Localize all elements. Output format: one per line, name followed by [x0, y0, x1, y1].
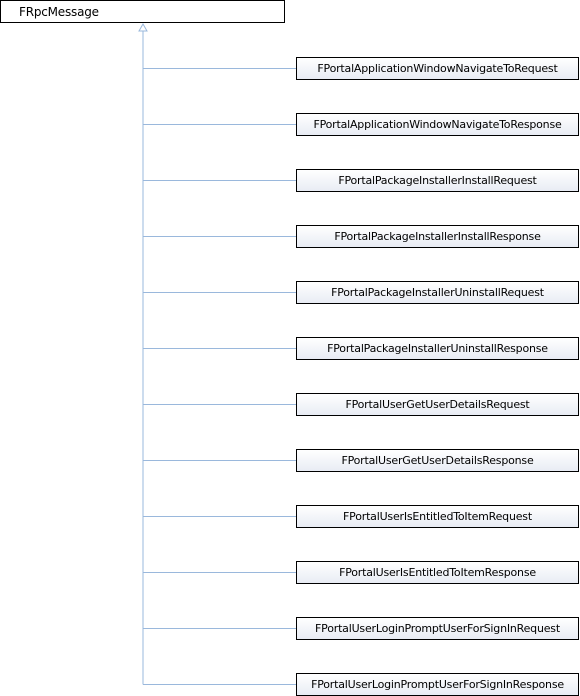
child-class-label: FPortalUserGetUserDetailsRequest [345, 398, 530, 411]
child-class-node[interactable]: FPortalApplicationWindowNavigateToRespon… [296, 113, 579, 136]
child-class-node[interactable]: FPortalUserGetUserDetailsRequest [296, 393, 579, 416]
parent-class-node[interactable]: FRpcMessage [0, 0, 285, 23]
child-class-node[interactable]: FPortalUserGetUserDetailsResponse [296, 449, 579, 472]
child-class-label: FPortalUserLoginPromptUserForSignInReque… [315, 622, 560, 635]
child-class-node[interactable]: FPortalPackageInstallerInstallResponse [296, 225, 579, 248]
child-class-node[interactable]: FPortalUserLoginPromptUserForSignInRespo… [296, 673, 579, 696]
child-class-label: FPortalUserIsEntitledToItemRequest [343, 510, 532, 523]
child-class-node[interactable]: FPortalUserLoginPromptUserForSignInReque… [296, 617, 579, 640]
child-class-node[interactable]: FPortalUserIsEntitledToItemResponse [296, 561, 579, 584]
connector-lines [138, 22, 296, 685]
inheritance-arrowhead [138, 22, 148, 32]
child-class-node[interactable]: FPortalPackageInstallerInstallRequest [296, 169, 579, 192]
child-class-label: FPortalPackageInstallerUninstallResponse [327, 342, 548, 355]
child-class-node[interactable]: FPortalPackageInstallerUninstallResponse [296, 337, 579, 360]
child-class-label: FPortalApplicationWindowNavigateToReques… [317, 62, 558, 75]
child-class-node[interactable]: FPortalApplicationWindowNavigateToReques… [296, 57, 579, 80]
child-class-label: FPortalApplicationWindowNavigateToRespon… [313, 118, 562, 131]
child-class-node[interactable]: FPortalUserIsEntitledToItemRequest [296, 505, 579, 528]
child-class-label: FPortalUserGetUserDetailsResponse [341, 454, 534, 467]
child-class-label: FPortalUserIsEntitledToItemResponse [339, 566, 536, 579]
parent-class-label: FRpcMessage [19, 4, 99, 19]
child-class-label: FPortalUserLoginPromptUserForSignInRespo… [311, 678, 564, 691]
child-class-label: FPortalPackageInstallerInstallResponse [334, 230, 541, 243]
child-class-node[interactable]: FPortalPackageInstallerUninstallRequest [296, 281, 579, 304]
child-class-label: FPortalPackageInstallerInstallRequest [338, 174, 537, 187]
child-class-label: FPortalPackageInstallerUninstallRequest [331, 286, 544, 299]
